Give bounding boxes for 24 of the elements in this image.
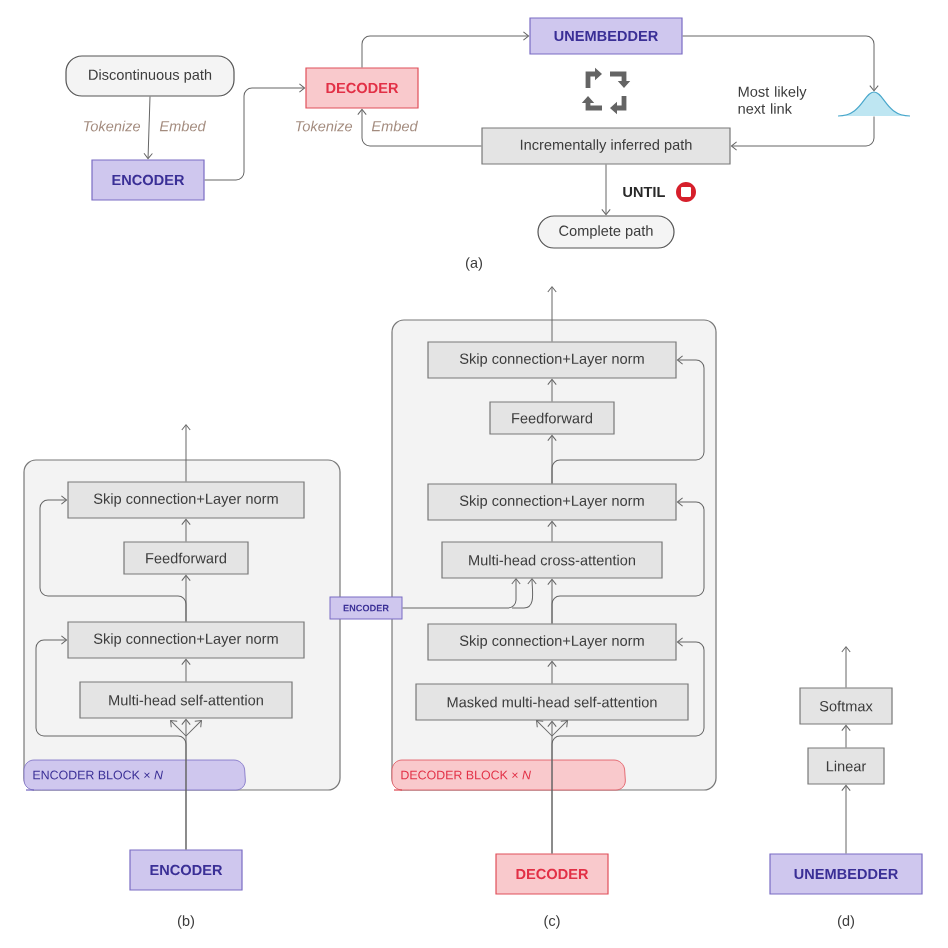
arrow <box>730 115 875 151</box>
arrow <box>39 495 187 622</box>
arrow <box>143 96 153 160</box>
arrow <box>204 83 306 181</box>
arrow <box>357 108 482 147</box>
arrow <box>682 35 879 92</box>
arrow <box>841 646 851 688</box>
arrow <box>181 518 191 542</box>
bell-curve <box>837 91 911 117</box>
arrow <box>841 784 851 854</box>
arrow <box>181 424 191 482</box>
arrow <box>841 724 851 748</box>
arrow <box>547 378 557 402</box>
arrow <box>35 635 187 850</box>
arrow <box>181 658 191 682</box>
arrow <box>547 520 557 542</box>
arrow <box>551 497 705 624</box>
arrow <box>547 286 557 342</box>
arrow <box>601 164 611 216</box>
arrow <box>551 355 705 484</box>
arrow <box>402 578 537 609</box>
arrow <box>551 637 705 854</box>
arrow <box>547 660 557 684</box>
arrow <box>361 31 530 68</box>
